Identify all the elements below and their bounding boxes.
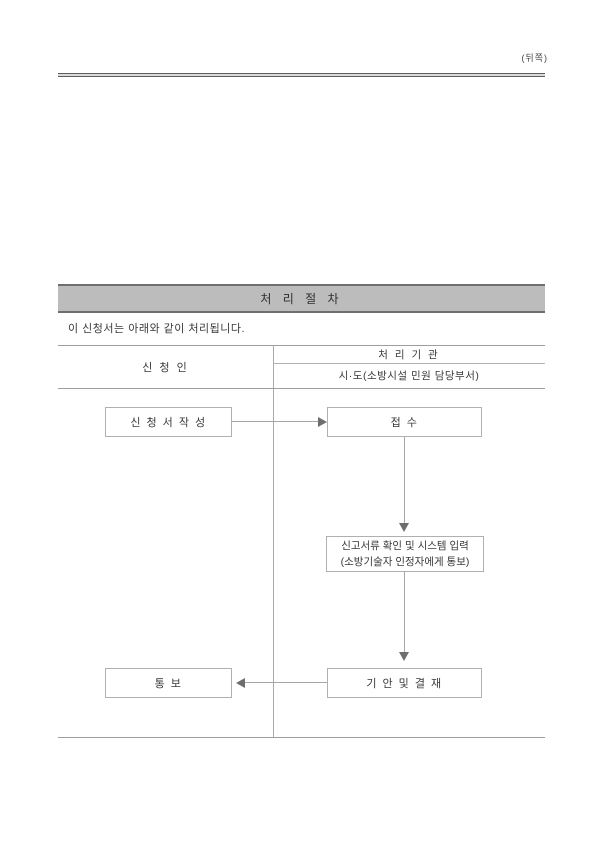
procedure-title-bar: 처 리 절 차 <box>58 284 545 313</box>
table-top-border <box>58 345 545 346</box>
arrowhead-down-icon <box>399 652 409 661</box>
arrowhead-down-icon <box>399 523 409 532</box>
step-label-write-application: 신 청 서 작 성 <box>130 417 207 429</box>
step-label-review-line1: 신고서류 확인 및 시스템 입력 <box>341 539 469 552</box>
back-side-note: (뒤쪽) <box>521 53 548 63</box>
arrowhead-left-icon <box>236 678 245 688</box>
connector-draft-to-notification <box>245 682 327 683</box>
connector-receipt-to-review <box>404 437 405 523</box>
agency-column-subheader: 시·도(소방시설 민원 담당부서) <box>338 370 480 382</box>
applicant-column-header: 신 청 인 <box>142 361 189 374</box>
step-box-draft-approval: 기 안 및 결 재 <box>327 668 482 698</box>
step-box-receipt: 접 수 <box>327 407 482 437</box>
agency-subheader-divider <box>273 363 545 364</box>
agency-column-header: 처 리 기 관 <box>378 348 440 361</box>
step-box-write-application: 신 청 서 작 성 <box>105 407 232 437</box>
step-label-notification: 통 보 <box>154 678 183 690</box>
procedure-intro-text: 이 신청서는 아래와 같이 처리됩니다. <box>68 323 246 335</box>
column-divider <box>273 345 274 737</box>
header-row-bottom-border <box>58 388 545 389</box>
step-box-notification: 통 보 <box>105 668 232 698</box>
top-double-rule <box>58 73 545 77</box>
connector-write-to-receipt <box>232 421 318 422</box>
arrowhead-right-icon <box>318 417 327 427</box>
step-box-review-and-input: 신고서류 확인 및 시스템 입력 (소방기술자 인정자에게 통보) <box>326 536 484 572</box>
step-label-draft-approval: 기 안 및 결 재 <box>366 678 443 690</box>
step-label-receipt: 접 수 <box>390 417 419 429</box>
step-label-review-line2: (소방기술자 인정자에게 통보) <box>340 556 470 568</box>
table-bottom-border <box>58 737 545 738</box>
connector-review-to-draft <box>404 571 405 652</box>
procedure-title: 처 리 절 차 <box>260 292 343 306</box>
